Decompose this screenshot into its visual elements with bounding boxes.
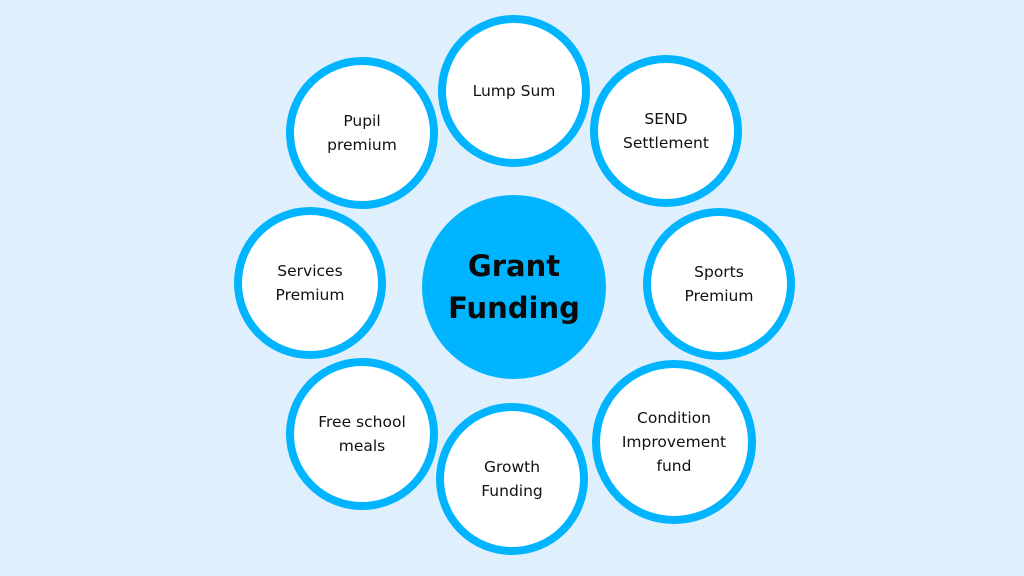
node-label: Lump Sum <box>472 82 556 100</box>
node-label: Free school meals <box>318 413 406 455</box>
node-send-settlement: SEND Settlement <box>590 55 742 207</box>
node-sports-premium: Sports Premium <box>643 208 795 360</box>
node-free-school-meals: Free school meals <box>286 358 438 510</box>
center-node-grant-funding: Grant Funding <box>422 195 606 379</box>
node-label: SEND Settlement <box>623 110 709 152</box>
center-node-label: Grant Funding <box>448 249 580 325</box>
node-pupil-premium: Pupil premium <box>286 57 438 209</box>
node-label: Sports Premium <box>684 263 754 305</box>
node-label: Pupil premium <box>327 112 397 154</box>
node-services-premium: Services Premium <box>234 207 386 359</box>
node-label: Growth Funding <box>481 458 543 500</box>
node-condition-improvement-fund: Condition Improvement fund <box>592 360 756 524</box>
node-label: Services Premium <box>275 262 345 304</box>
node-label: Condition Improvement fund <box>621 409 727 475</box>
node-lump-sum: Lump Sum <box>438 15 590 167</box>
node-growth-funding: Growth Funding <box>436 403 588 555</box>
